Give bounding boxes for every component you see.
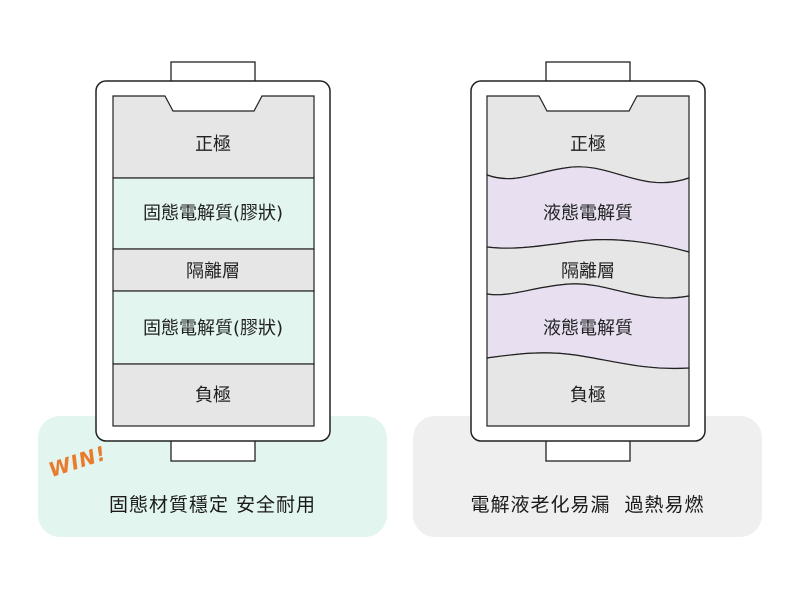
liquid-battery-caption: 電解液老化易漏 過熱易燃	[470, 494, 705, 516]
anode-layer	[112, 363, 315, 427]
anode-layer	[486, 352, 690, 427]
separator-label: 隔離層	[186, 261, 240, 282]
electrolyte-top-label: 液態電解質	[543, 203, 633, 224]
electrolyte-top-label: 固態電解質(膠狀)	[143, 203, 283, 224]
separator-layer	[112, 248, 315, 292]
liquid-battery: 正極 液態電解質 隔離層 液態電解質 負極	[470, 61, 706, 462]
electrolyte-bottom-label: 液態電解質	[543, 318, 633, 339]
electrolyte-bottom-label: 固態電解質(膠狀)	[143, 318, 283, 339]
cathode-label: 正極	[195, 134, 231, 155]
electrolyte-bottom-layer	[112, 290, 315, 365]
solid-state-battery: 正極 固態電解質(膠狀) 隔離層 固態電解質(膠狀) 負極	[95, 61, 331, 462]
cathode-label: 正極	[570, 134, 606, 155]
negative-terminal	[170, 439, 256, 462]
solid-battery-caption: 固態材質穩定 安全耐用	[108, 494, 317, 516]
anode-label: 負極	[570, 385, 606, 406]
electrolyte-top-layer	[112, 177, 315, 250]
separator-label: 隔離層	[561, 261, 615, 282]
negative-terminal	[545, 439, 631, 462]
anode-label: 負極	[195, 385, 231, 406]
